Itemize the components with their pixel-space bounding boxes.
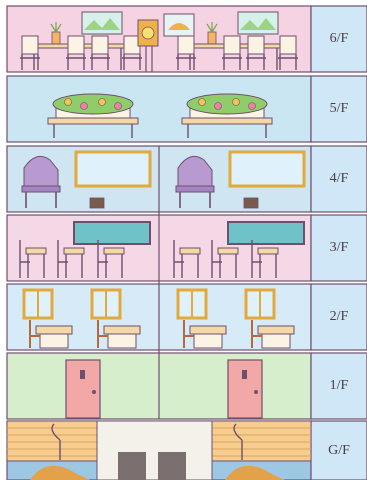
label-cell-1f	[311, 353, 367, 419]
desk-top	[64, 248, 84, 254]
piano-keyboard	[176, 186, 214, 192]
window	[246, 290, 274, 318]
flower	[249, 103, 256, 110]
chair-back	[68, 36, 84, 54]
piano-keyboard	[22, 186, 60, 192]
window	[178, 290, 206, 318]
deck-right	[212, 421, 311, 461]
vase	[52, 32, 60, 44]
desk-drawer	[40, 334, 68, 348]
label-cell-gf	[311, 421, 367, 480]
door-knob	[254, 390, 258, 394]
flower	[81, 103, 88, 110]
flower	[65, 99, 72, 106]
vase	[208, 32, 216, 44]
flower	[115, 103, 122, 110]
chair-back	[92, 36, 108, 54]
door-window	[80, 370, 85, 379]
chair-back	[280, 36, 296, 54]
label-cell-2f	[311, 284, 367, 350]
wall-picture	[238, 12, 278, 34]
entrance-hall	[97, 421, 212, 480]
study-desk	[36, 326, 72, 334]
label-cell-6f	[311, 6, 367, 72]
flower	[199, 99, 206, 106]
stool	[244, 198, 258, 208]
study-desk	[258, 326, 294, 334]
desk-top	[258, 248, 278, 254]
window	[92, 290, 120, 318]
desk-top	[104, 248, 124, 254]
desk-top	[180, 248, 200, 254]
flower	[99, 99, 106, 106]
planter-bench	[182, 118, 272, 124]
chair-back	[22, 36, 38, 54]
desk-top	[218, 248, 238, 254]
wall-mirror	[230, 152, 304, 186]
study-desk	[104, 326, 140, 334]
window	[24, 290, 52, 318]
wall-picture	[82, 12, 122, 34]
stool	[90, 198, 104, 208]
ground-floor	[7, 421, 311, 480]
planter-bench	[48, 118, 138, 124]
blackboard	[74, 222, 150, 244]
gate-left	[118, 452, 146, 480]
door-window	[242, 370, 247, 379]
door-panel	[228, 360, 262, 418]
study-desk	[190, 326, 226, 334]
desk-drawer	[194, 334, 222, 348]
chair-back	[178, 36, 194, 54]
blackboard	[228, 222, 304, 244]
sun-emblem	[142, 27, 154, 39]
label-cell-5f	[311, 76, 367, 142]
desk-top	[26, 248, 46, 254]
door-left	[66, 360, 100, 418]
door-panel	[66, 360, 100, 418]
door-knob	[92, 390, 96, 394]
label-cell-3f	[311, 215, 367, 281]
flower	[215, 103, 222, 110]
desk-drawer	[108, 334, 136, 348]
desk-drawer	[262, 334, 290, 348]
flower	[233, 99, 240, 106]
chair-back	[248, 36, 264, 54]
wall-mirror	[76, 152, 150, 186]
label-cell-4f	[311, 146, 367, 212]
chair-back	[224, 36, 240, 54]
gate-right	[158, 452, 186, 480]
door-right	[228, 360, 262, 418]
